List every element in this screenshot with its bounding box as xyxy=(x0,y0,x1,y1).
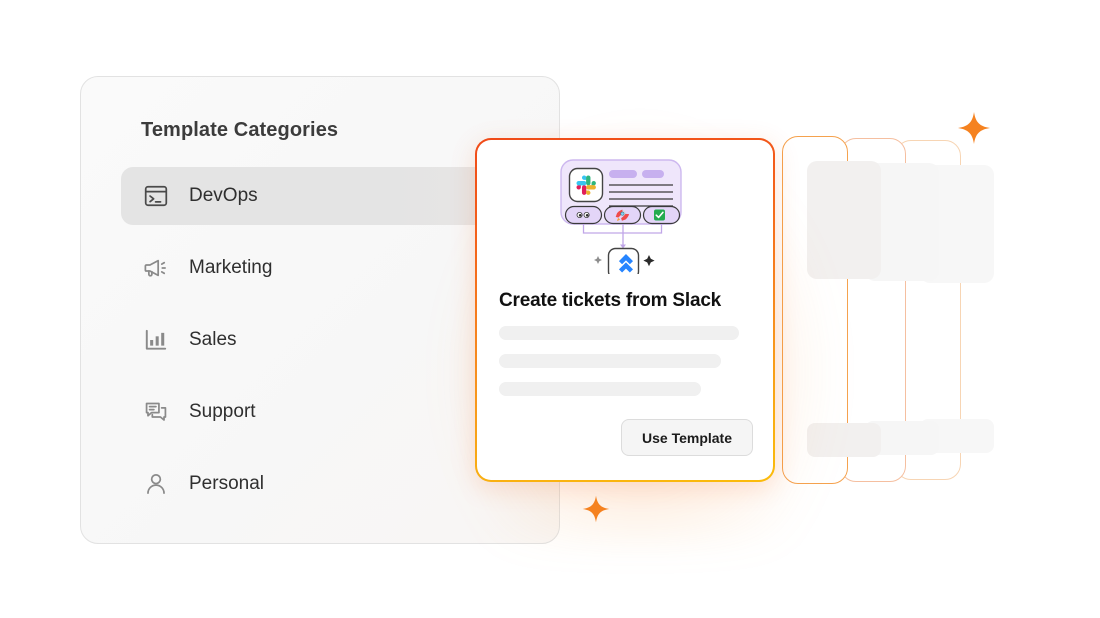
sidebar-item-personal[interactable]: Personal xyxy=(121,455,541,513)
card-button-placeholder xyxy=(807,423,881,457)
description-placeholder-line xyxy=(499,354,721,368)
page-title: Template Categories xyxy=(141,119,339,141)
template-card-create-tickets-from-slack[interactable]: Create tickets from Slack Use Template xyxy=(475,138,775,482)
template-illustration xyxy=(545,156,705,280)
sidebar-item-support[interactable]: Support xyxy=(121,383,541,441)
sidebar-item-marketing[interactable]: Marketing xyxy=(121,239,541,297)
sidebar-item-sales[interactable]: Sales xyxy=(121,311,541,369)
sidebar-item-label: Support xyxy=(189,401,256,422)
stacked-card-1[interactable] xyxy=(782,136,881,484)
sidebar-item-label: Personal xyxy=(189,473,264,494)
bar-chart-icon xyxy=(141,325,171,355)
sparkle-bottom-left-icon xyxy=(581,494,611,524)
sidebar-item-label: Marketing xyxy=(189,257,273,278)
use-template-button[interactable]: Use Template xyxy=(621,419,753,456)
chat-icon xyxy=(141,397,171,427)
sparkle-top-right-icon xyxy=(956,110,992,146)
description-placeholder-line xyxy=(499,326,739,340)
category-list: DevOps Marketing xyxy=(121,167,541,527)
user-icon xyxy=(141,469,171,499)
card-title: Create tickets from Slack xyxy=(499,290,722,311)
description-placeholder-line xyxy=(499,382,701,396)
sidebar-item-devops[interactable]: DevOps xyxy=(121,167,541,225)
card-thumbnail-placeholder xyxy=(807,161,881,279)
sidebar-item-label: DevOps xyxy=(189,185,258,206)
terminal-icon xyxy=(141,181,171,211)
megaphone-icon xyxy=(141,253,171,283)
sidebar-item-label: Sales xyxy=(189,329,237,350)
